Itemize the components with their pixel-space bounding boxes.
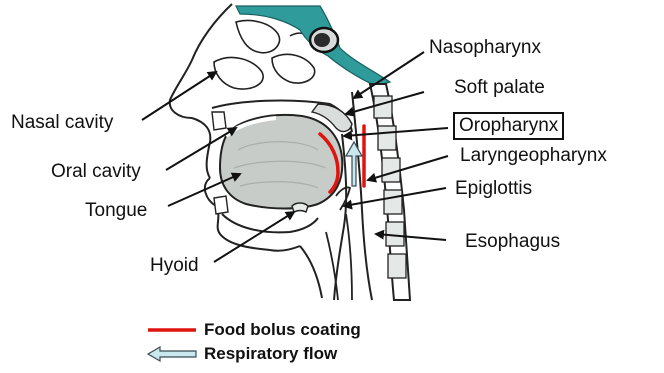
legend-respiratory-label: Respiratory flow [204,345,337,362]
label-laryngeopharynx: Laryngeopharynx [460,146,607,165]
label-oral-cavity: Oral cavity [51,162,141,181]
label-soft-palate: Soft palate [454,78,545,97]
legend-respiratory-swatch [148,347,196,361]
label-nasal-cavity: Nasal cavity [11,113,113,132]
label-oropharynx: Oropharynx [453,112,564,140]
sphenoid-sinus [310,28,338,52]
mandible [222,214,318,232]
legend-food-bolus-label: Food bolus coating [204,321,361,338]
label-nasopharynx: Nasopharynx [429,38,541,57]
label-hyoid: Hyoid [150,256,199,275]
label-epiglottis: Epiglottis [455,179,532,198]
cervical-spine [370,84,410,300]
label-tongue: Tongue [85,201,147,220]
tongue [220,115,342,209]
hyoid-bone [292,203,308,212]
label-esophagus: Esophagus [465,232,560,251]
